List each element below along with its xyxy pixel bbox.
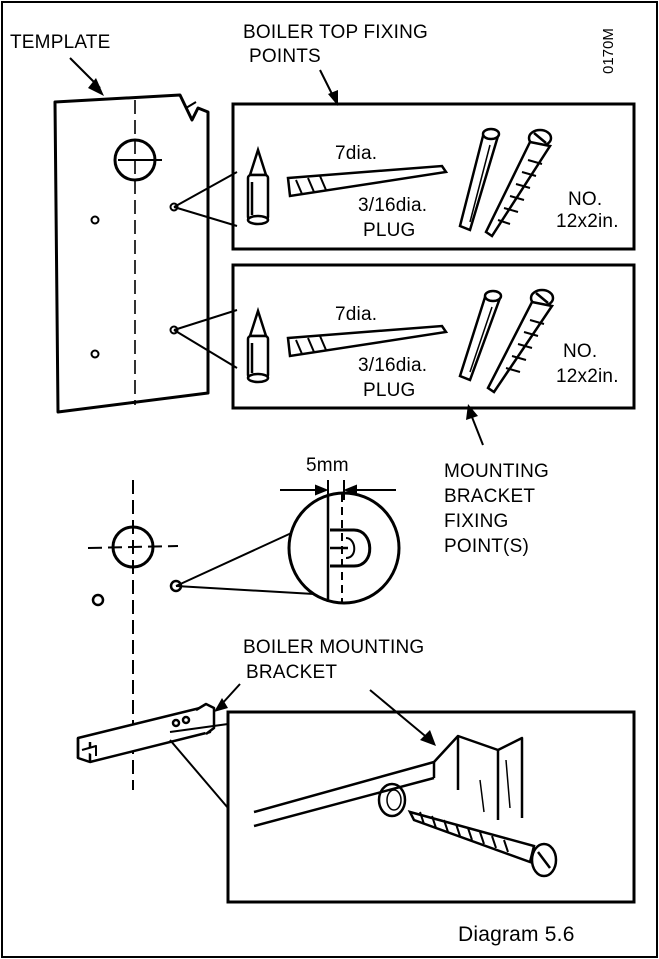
gap-label: 5mm: [306, 455, 349, 476]
mounting-bracket-small: [76, 702, 216, 764]
mounting-label-4: POINT(S): [444, 536, 529, 557]
screw-icon-2: [486, 288, 555, 394]
drill-size-label: 7dia.: [335, 143, 378, 164]
pencil-icon: [246, 145, 270, 226]
bracket-label-2: BRACKET: [246, 662, 338, 683]
wood-screw-icon: [407, 810, 558, 878]
mounting-label-3: FIXING: [444, 511, 509, 532]
top-callout-lines: [173, 171, 238, 227]
bracket-detail: [253, 734, 524, 828]
magnifier-lines: [175, 529, 315, 595]
plug-label-3: 3/16dia.: [358, 355, 428, 376]
screw-icon: [484, 128, 553, 238]
figure-code: 0170M: [600, 28, 617, 74]
plug-label-1: 3/16dia.: [358, 195, 428, 216]
drill-bit-icon: [286, 164, 449, 198]
detail-magnifier: [287, 491, 401, 605]
boiler-top-label-2: POINTS: [249, 46, 321, 67]
bracket-label-1: BOILER MOUNTING: [243, 637, 425, 658]
flue-hole: [111, 525, 155, 569]
horizontal-line: [87, 545, 179, 549]
screw-label-3: NO.: [563, 341, 598, 362]
fixing-hole: [91, 593, 105, 607]
mounting-label-2: BRACKET: [444, 486, 536, 507]
bracket-detail-arrow: [369, 689, 431, 741]
template-label: TEMPLATE: [10, 32, 111, 53]
wall-plug-icon: [458, 127, 501, 232]
screw-label-2: 12x2in.: [556, 211, 619, 232]
boiler-top-label-1: BOILER TOP FIXING: [243, 22, 429, 43]
screw-label-4: 12x2in.: [556, 366, 619, 387]
wall-plug-icon-2: [458, 289, 503, 382]
drill-size-label-2: 7dia.: [335, 304, 378, 325]
pencil-icon-2: [246, 306, 270, 384]
plug-label-4: PLUG: [363, 380, 416, 401]
screw-label-1: NO.: [568, 189, 603, 210]
drill-bit-icon-2: [286, 324, 449, 358]
bracket-zoom-lines: [169, 723, 229, 809]
mounting-label-1: MOUNTING: [444, 461, 550, 482]
dimension-marker: [280, 480, 396, 500]
plug-label-2: PLUG: [363, 220, 416, 241]
diagram-caption: Diagram 5.6: [458, 923, 575, 946]
lower-callout-lines: [173, 309, 238, 369]
template-sheet: [53, 93, 210, 414]
